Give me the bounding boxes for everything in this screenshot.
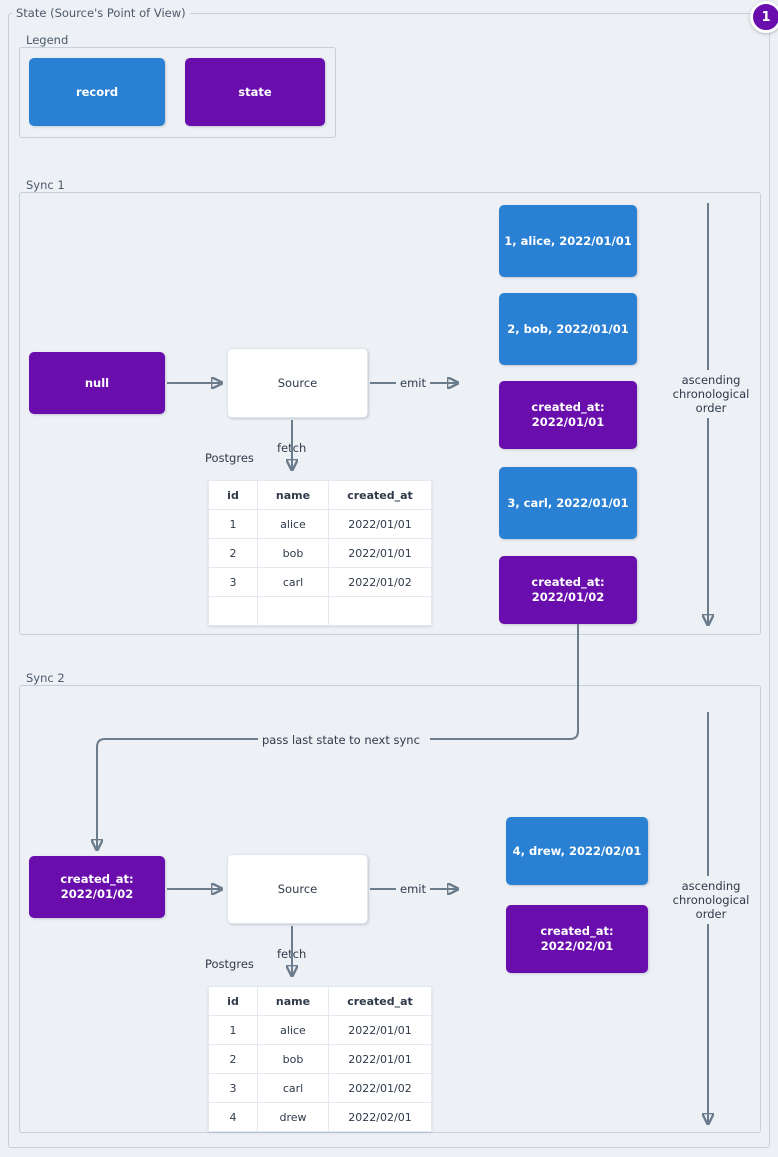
cell-name: carl: [257, 567, 329, 597]
cell-id: 3: [208, 567, 258, 597]
cell-id: 4: [208, 1102, 258, 1132]
table-row-empty: [208, 596, 432, 626]
sync1-title: Sync 1: [22, 178, 69, 192]
cell-name: bob: [257, 1044, 329, 1074]
sync2-emitted-1-line2: 2022/02/01: [540, 939, 614, 953]
sync2-input-state-line1: created_at:: [60, 872, 134, 886]
sync2-frame: [19, 685, 761, 1133]
cell-date: 2022/01/01: [328, 1044, 432, 1074]
sync1-order-note: ascending chronological order: [669, 373, 753, 415]
cell-name: drew: [257, 1102, 329, 1132]
sync1-emit-label: emit: [397, 376, 429, 390]
table-header-row: id name created_at: [208, 986, 432, 1016]
sync1-emitted-1-line1: 2, bob, 2022/01/01: [507, 321, 629, 336]
table-row: 4 drew 2022/02/01: [208, 1102, 432, 1132]
cell-date: 2022/01/02: [328, 567, 432, 597]
sync1-emitted-3: 3, carl, 2022/01/01: [499, 467, 637, 539]
legend-swatch-state-label: state: [238, 84, 272, 99]
sync2-fetch-label: fetch: [277, 947, 307, 961]
cell-date: 2022/01/01: [328, 1015, 432, 1045]
sync1-emitted-2: created_at: 2022/01/01: [499, 381, 637, 449]
sync1-col-id: id: [208, 480, 258, 510]
legend-swatch-record-label: record: [75, 84, 119, 99]
cell-id: [208, 596, 258, 626]
sync1-emitted-4-line2: 2022/01/02: [531, 590, 605, 604]
table-header-row: id name created_at: [208, 480, 432, 510]
sync2-col-date: created_at: [328, 986, 432, 1016]
sync1-emitted-4: created_at: 2022/01/02: [499, 556, 637, 624]
cell-id: 1: [208, 1015, 258, 1045]
table-row: 1 alice 2022/01/01: [208, 1015, 432, 1045]
cell-name: carl: [257, 1073, 329, 1103]
cell-name: bob: [257, 538, 329, 568]
sync1-emitted-1: 2, bob, 2022/01/01: [499, 293, 637, 365]
sync1-postgres-table: id name created_at 1 alice 2022/01/01 2 …: [208, 480, 432, 626]
sync2-order-note: ascending chronological order: [669, 879, 753, 921]
legend-title: Legend: [22, 33, 73, 47]
sync2-col-name: name: [257, 986, 329, 1016]
table-row: 2 bob 2022/01/01: [208, 538, 432, 568]
cell-date: 2022/01/02: [328, 1073, 432, 1103]
sync1-source-label: Source: [277, 375, 318, 390]
cell-date: 2022/01/01: [328, 509, 432, 539]
table-row: 1 alice 2022/01/01: [208, 509, 432, 539]
page-title: State (Source's Point of View): [12, 6, 190, 20]
diagram-outer-frame: [8, 13, 770, 1148]
sync1-emitted-0: 1, alice, 2022/01/01: [499, 205, 637, 277]
legend-swatch-state: state: [185, 58, 325, 126]
table-row: 3 carl 2022/01/02: [208, 1073, 432, 1103]
cell-id: 1: [208, 509, 258, 539]
sync1-db-label: Postgres: [205, 451, 254, 465]
cell-name: alice: [257, 509, 329, 539]
sync1-input-state: null: [29, 352, 165, 414]
sync2-source-label: Source: [277, 881, 318, 896]
cell-name: [257, 596, 329, 626]
sync2-db-label: Postgres: [205, 957, 254, 971]
cell-id: 2: [208, 1044, 258, 1074]
sync1-emitted-2-line2: 2022/01/01: [531, 415, 605, 429]
sync2-postgres-table: id name created_at 1 alice 2022/01/01 2 …: [208, 986, 432, 1132]
sync2-emit-label: emit: [397, 882, 429, 896]
sync2-title: Sync 2: [22, 671, 69, 685]
legend-swatch-record: record: [29, 58, 165, 126]
cell-date: 2022/01/01: [328, 538, 432, 568]
sync2-emitted-1-line1: created_at:: [540, 924, 614, 938]
cell-id: 2: [208, 538, 258, 568]
cell-date: [328, 596, 432, 626]
sync2-input-state: created_at: 2022/01/02: [29, 856, 165, 918]
sync1-source-node: Source: [227, 348, 368, 418]
step-badge: 1: [750, 1, 778, 33]
sync1-emitted-2-line1: created_at:: [531, 400, 605, 414]
cell-date: 2022/02/01: [328, 1102, 432, 1132]
sync2-input-state-line2: 2022/01/02: [60, 887, 134, 901]
cell-name: alice: [257, 1015, 329, 1045]
table-row: 2 bob 2022/01/01: [208, 1044, 432, 1074]
sync2-emitted-0: 4, drew, 2022/02/01: [506, 817, 648, 885]
cell-id: 3: [208, 1073, 258, 1103]
table-row: 3 carl 2022/01/02: [208, 567, 432, 597]
sync1-fetch-label: fetch: [277, 441, 307, 455]
sync2-col-id: id: [208, 986, 258, 1016]
sync1-col-name: name: [257, 480, 329, 510]
sync2-emitted-0-line1: 4, drew, 2022/02/01: [512, 843, 642, 858]
sync1-col-date: created_at: [328, 480, 432, 510]
sync1-input-state-label: null: [84, 375, 110, 390]
sync1-emitted-0-line1: 1, alice, 2022/01/01: [504, 233, 632, 248]
sync1-emitted-4-line1: created_at:: [531, 575, 605, 589]
sync1-emitted-3-line1: 3, carl, 2022/01/01: [507, 495, 629, 510]
legend-frame: [19, 47, 336, 138]
pass-state-label: pass last state to next sync: [259, 733, 423, 747]
sync1-frame: [19, 192, 761, 635]
sync2-emitted-1: created_at: 2022/02/01: [506, 905, 648, 973]
sync2-source-node: Source: [227, 854, 368, 924]
